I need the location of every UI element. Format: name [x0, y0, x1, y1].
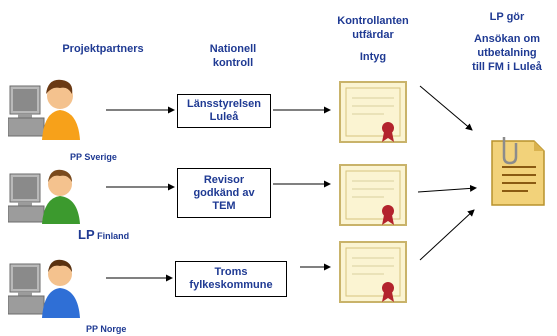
- header-lp-sub: Ansökan om utbetalning till FM i Luleå: [472, 33, 542, 73]
- control-box-lansstyrelsen: Länsstyrelsen Luleå: [177, 94, 271, 128]
- person-at-computer-icon: [7, 152, 86, 226]
- person-at-computer-icon: [7, 68, 86, 142]
- person-at-computer-icon: [7, 246, 86, 320]
- header-partners: Projektpartners: [62, 43, 144, 55]
- document-clip-icon: [488, 135, 548, 209]
- header-lp: LP gör: [489, 11, 525, 23]
- arrow: [419, 209, 475, 261]
- certificate-icon: [338, 163, 408, 227]
- control-box-revisor: Revisor godkänd av TEM: [177, 168, 271, 218]
- partner-label-finland: LP Finland: [78, 227, 130, 242]
- header-national-control: Nationell kontroll: [209, 43, 257, 69]
- header-controller-sub: Intyg: [359, 51, 387, 63]
- partner-label-norway: PP Norge: [86, 324, 127, 334]
- control-box-troms: Troms fylkeskommune: [175, 261, 287, 297]
- certificate-icon: [338, 240, 408, 304]
- arrow: [417, 184, 477, 193]
- header-controller: Kontrollanten utfärdar: [337, 15, 409, 41]
- arrow: [419, 85, 473, 131]
- certificate-icon: [338, 80, 408, 144]
- partner-label-sweden: PP Sverige: [70, 152, 117, 162]
